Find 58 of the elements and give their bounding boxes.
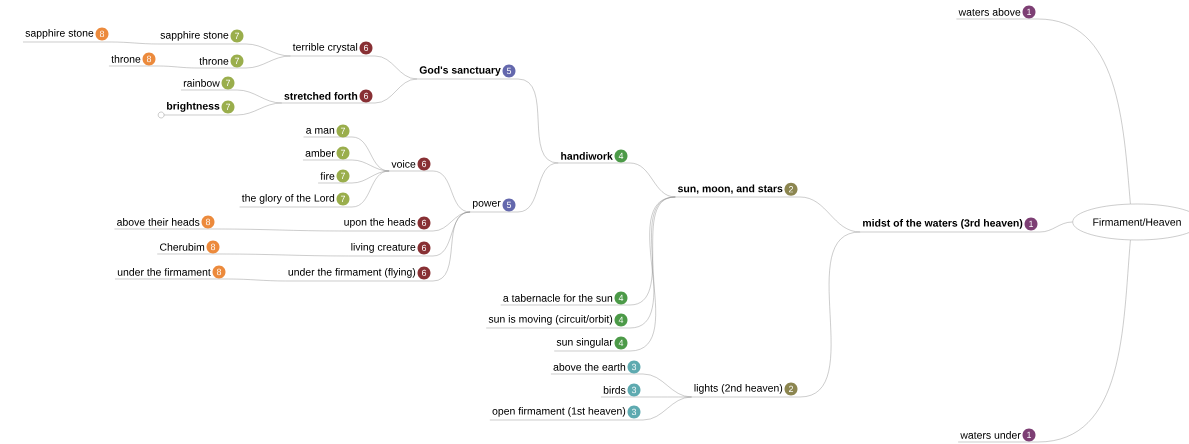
number-badge: 6: [417, 241, 431, 255]
number-badge: 6: [417, 157, 431, 171]
branch-line: [799, 196, 861, 233]
number-badge: 4: [614, 336, 628, 350]
branch-line: [351, 170, 390, 208]
branch-line: [1039, 221, 1073, 233]
branch-line: [1037, 239, 1131, 443]
number-badge: 4: [614, 149, 628, 163]
branch-line: [216, 228, 342, 232]
number-badge: 7: [336, 169, 350, 183]
branch-line: [227, 278, 286, 282]
branch-line: [374, 78, 418, 104]
number-badge: 7: [336, 192, 350, 206]
branch-line: [432, 211, 471, 282]
number-badge: 6: [417, 266, 431, 280]
number-badge: 1: [1022, 428, 1036, 442]
number-badge: 7: [221, 100, 235, 114]
branch-line: [236, 102, 282, 116]
number-badge: 8: [206, 240, 220, 254]
number-badge: 1: [1022, 5, 1036, 19]
branch-line: [517, 78, 559, 164]
branch-line: [221, 253, 349, 257]
number-badge: 4: [614, 291, 628, 305]
number-badge: 7: [230, 54, 244, 68]
number-badge: 3: [627, 383, 641, 397]
number-badge: 7: [336, 124, 350, 138]
number-badge: 2: [784, 382, 798, 396]
branch-line: [629, 162, 676, 198]
number-badge: 2: [784, 182, 798, 196]
number-badge: 7: [336, 146, 350, 160]
branch-line: [642, 396, 692, 421]
branch-line: [110, 41, 159, 45]
number-badge: 6: [417, 216, 431, 230]
branch-line: [374, 55, 418, 80]
branch-line: [799, 231, 861, 398]
number-badge: 3: [627, 405, 641, 419]
branch-line: [351, 159, 390, 172]
number-badge: 3: [627, 360, 641, 374]
number-badge: 8: [142, 52, 156, 66]
branch-line: [245, 43, 291, 57]
number-badge: 6: [359, 89, 373, 103]
branch-line: [517, 162, 559, 213]
number-badge: 1: [1024, 217, 1038, 231]
number-badge: 8: [201, 215, 215, 229]
number-badge: 7: [230, 29, 244, 43]
branch-line: [351, 170, 390, 184]
number-badge: 7: [221, 76, 235, 90]
branch-line: [432, 170, 471, 213]
number-badge: 5: [502, 198, 516, 212]
branch-line: [245, 55, 291, 69]
branch-line: [1037, 18, 1131, 205]
number-badge: 8: [212, 265, 226, 279]
branch-line: [236, 89, 282, 104]
number-badge: 4: [614, 313, 628, 327]
number-badge: 8: [95, 27, 109, 41]
number-badge: 6: [359, 41, 373, 55]
branch-line: [157, 65, 198, 69]
number-badge: 5: [502, 64, 516, 78]
